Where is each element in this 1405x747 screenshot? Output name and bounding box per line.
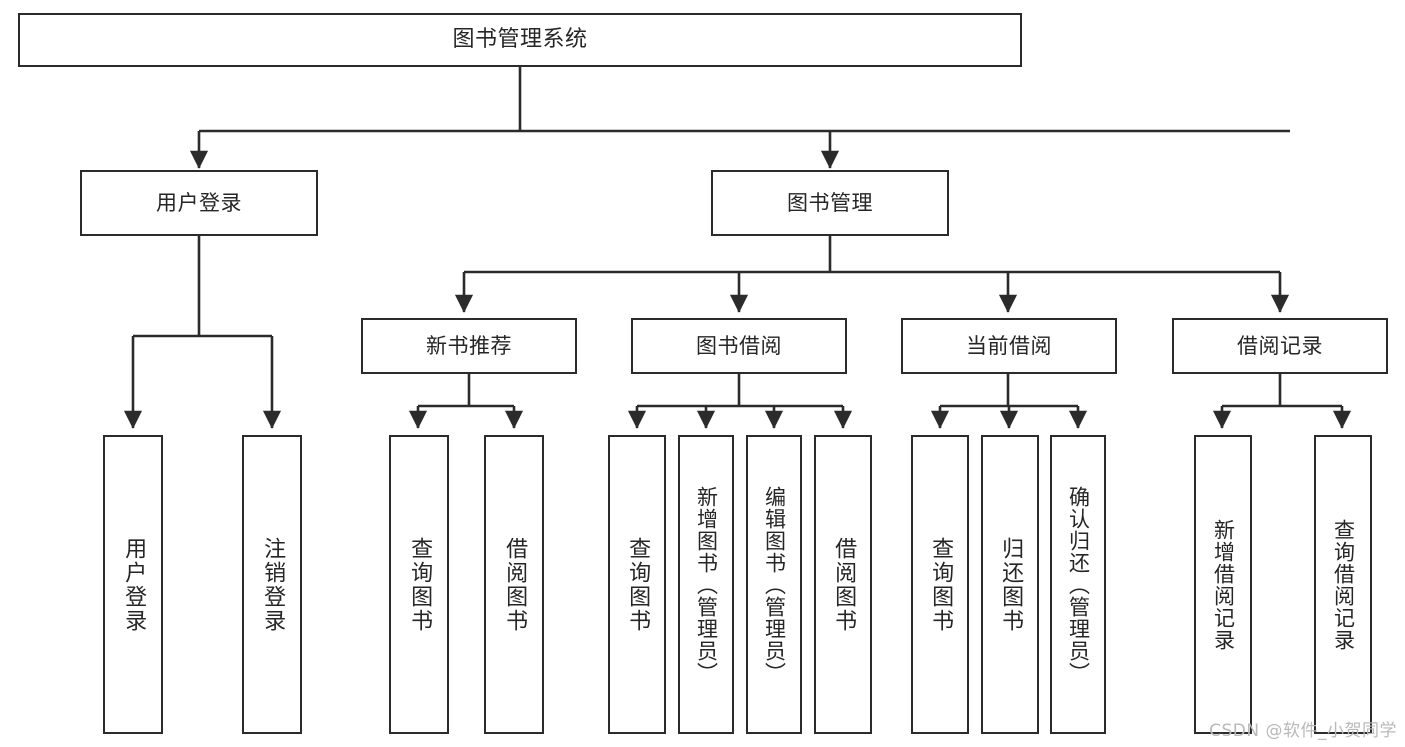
node-leaf-borrow-book-2[interactable]: 借阅图书 [814, 435, 872, 734]
node-leaf-confirm-return[interactable]: 确认归还（管理员） [1050, 435, 1106, 734]
node-leaf-return-book[interactable]: 归还图书 [981, 435, 1039, 734]
node-leaf-query-book-2[interactable]: 查询图书 [608, 435, 666, 734]
node-leaf-query-book-3-label: 查询图书 [928, 536, 954, 633]
node-leaf-borrow-book-1[interactable]: 借阅图书 [484, 435, 544, 734]
node-leaf-edit-book[interactable]: 编辑图书（管理员） [746, 435, 802, 734]
node-leaf-user-login-label: 用户登录 [121, 536, 147, 633]
node-leaf-query-book-3[interactable]: 查询图书 [911, 435, 969, 734]
node-leaf-query-record-label: 查询借阅记录 [1331, 518, 1356, 651]
node-borrow-record-label: 借阅记录 [1237, 333, 1323, 358]
node-book-manage[interactable]: 图书管理 [711, 170, 949, 236]
node-leaf-borrow-book-2-label: 借阅图书 [831, 536, 857, 633]
node-book-borrow[interactable]: 图书借阅 [631, 318, 847, 374]
node-new-book-recommend-label: 新书推荐 [426, 333, 512, 358]
node-leaf-confirm-return-label: 确认归还（管理员） [1066, 485, 1091, 684]
node-leaf-add-book-label: 新增图书（管理员） [694, 485, 719, 684]
node-leaf-query-book-1[interactable]: 查询图书 [389, 435, 449, 734]
node-leaf-add-book[interactable]: 新增图书（管理员） [678, 435, 734, 734]
node-root-system-label: 图书管理系统 [452, 27, 588, 53]
node-user-login[interactable]: 用户登录 [80, 170, 318, 236]
node-new-book-recommend[interactable]: 新书推荐 [361, 318, 577, 374]
node-current-borrow-label: 当前借阅 [966, 333, 1052, 358]
node-book-manage-label: 图书管理 [787, 190, 873, 215]
node-leaf-edit-book-label: 编辑图书（管理员） [762, 485, 787, 684]
node-leaf-return-book-label: 归还图书 [998, 536, 1024, 633]
node-leaf-add-record-label: 新增借阅记录 [1211, 518, 1236, 651]
node-user-login-label: 用户登录 [156, 190, 242, 215]
node-book-borrow-label: 图书借阅 [696, 333, 782, 358]
node-borrow-record[interactable]: 借阅记录 [1172, 318, 1388, 374]
node-leaf-query-record[interactable]: 查询借阅记录 [1314, 435, 1372, 734]
node-current-borrow[interactable]: 当前借阅 [901, 318, 1117, 374]
node-leaf-borrow-book-1-label: 借阅图书 [502, 536, 528, 633]
node-leaf-logout-login-label: 注销登录 [260, 536, 286, 633]
node-leaf-add-record[interactable]: 新增借阅记录 [1194, 435, 1252, 734]
node-leaf-logout-login[interactable]: 注销登录 [242, 435, 302, 734]
node-leaf-query-book-1-label: 查询图书 [407, 536, 433, 633]
node-leaf-user-login[interactable]: 用户登录 [103, 435, 163, 734]
node-root-system[interactable]: 图书管理系统 [18, 13, 1022, 67]
node-leaf-query-book-2-label: 查询图书 [625, 536, 651, 633]
